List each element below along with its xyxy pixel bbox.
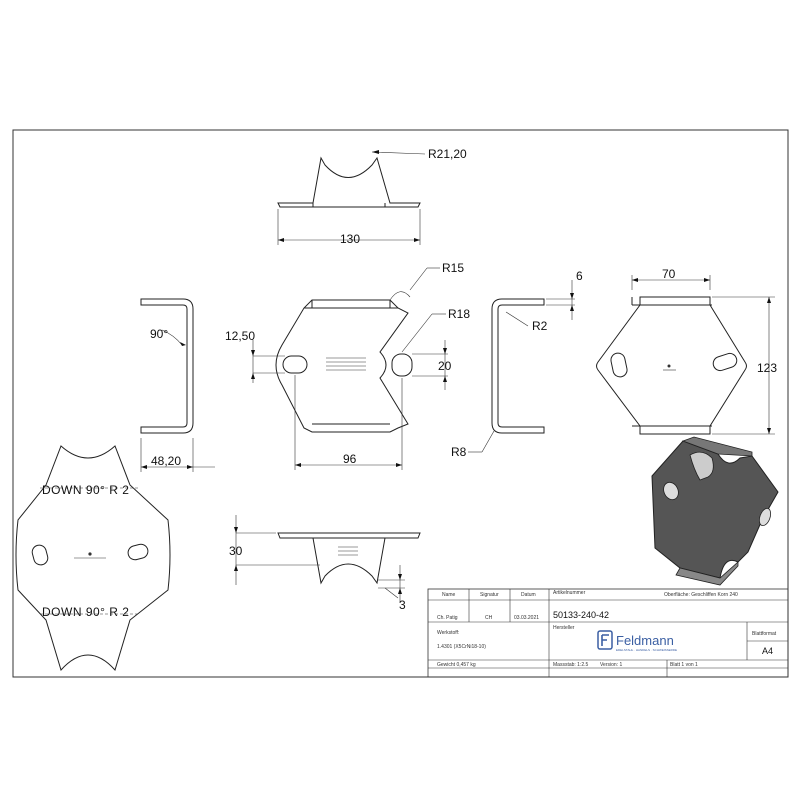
right-side-view: 6 R2 R8: [451, 269, 583, 459]
sheet-border: [12, 129, 789, 678]
top-view: 130 R21,20: [277, 147, 467, 246]
tb-signature: CH: [485, 615, 493, 621]
tb-date: 03.03.2021: [514, 615, 539, 621]
far-right-view: 70 123: [596, 267, 777, 435]
logo-text: Feldmann: [616, 633, 674, 648]
dim-30: 30: [229, 544, 243, 558]
tb-material-label: Werkstoff:: [437, 630, 459, 636]
tb-surface: Oberfläche: Geschliffen Korn 240: [664, 592, 738, 598]
tb-version: Version: 1: [600, 662, 622, 668]
logo-tagline: EDELSTAHL · HANDELS · SCHWEISSERDE: [616, 648, 677, 652]
dim-96: 96: [343, 452, 357, 466]
dim-70: 70: [662, 267, 676, 281]
tb-manufacturer-label: Hersteller: [553, 625, 575, 631]
dim-130: 130: [340, 232, 360, 246]
isometric-view: [651, 436, 779, 586]
tb-name: Ch. Patig: [437, 615, 458, 621]
tb-article-label: Artikelnummer: [553, 590, 586, 596]
tb-col-signature: Signatur: [480, 592, 499, 598]
left-side-view: 90° 48,20: [140, 298, 215, 472]
tb-format-label: Blattformat: [752, 631, 777, 637]
dim-123: 123: [757, 361, 777, 375]
dim-6: 6: [576, 269, 583, 283]
tb-article-number: 50133-240-42: [553, 610, 609, 620]
flat-pattern-view: DOWN 90° R 2 DOWN 90° R 2: [15, 445, 171, 671]
title-block: Name Signatur Datum Ch. Patig CH 03.03.2…: [427, 588, 789, 678]
bend-note-top: DOWN 90° R 2: [42, 483, 129, 497]
dim-12-50: 12,50: [225, 329, 255, 343]
dim-r2: R2: [532, 319, 548, 333]
bottom-view: 30 3: [229, 515, 421, 612]
dim-20: 20: [438, 359, 452, 373]
dim-3: 3: [399, 598, 406, 612]
tb-sheet: Blatt 1 von 1: [670, 662, 698, 668]
tb-weight: Gewicht 0,457 kg: [437, 662, 476, 668]
bend-note-bottom: DOWN 90° R 2: [42, 605, 129, 619]
tb-material: 1.4301 (X5CrNi18-10): [437, 644, 486, 650]
dim-48-20: 48,20: [151, 454, 181, 468]
tb-col-name: Name: [442, 592, 456, 598]
dim-90-deg: 90°: [150, 327, 168, 341]
feldmann-logo: Feldmann EDELSTAHL · HANDELS · SCHWEISSE…: [597, 630, 677, 652]
dim-r18: R18: [448, 307, 470, 321]
tb-scale: Massstab: 1:2.5: [553, 662, 589, 668]
tb-format: A4: [762, 646, 773, 656]
dim-r15: R15: [442, 261, 464, 275]
dim-r8: R8: [451, 445, 467, 459]
front-view: R15 R18 12,50 20 96: [225, 261, 470, 470]
dim-r21-20: R21,20: [428, 147, 467, 161]
tb-col-date: Datum: [521, 592, 536, 598]
